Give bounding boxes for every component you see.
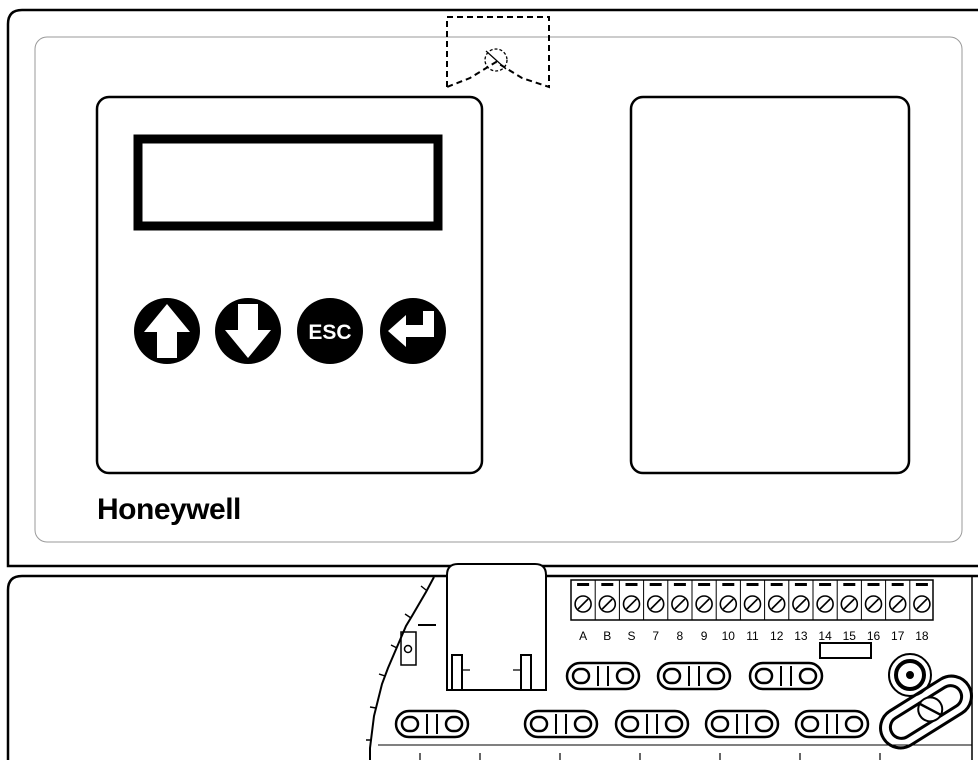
- down-button[interactable]: [215, 298, 281, 364]
- terminal-labels: A B S 7 8 9 10 11 12 13 14 15 16 17 18: [579, 629, 929, 643]
- terminal-screw-slot: [650, 598, 662, 610]
- circuit-board: [366, 576, 973, 760]
- esc-button-label: ESC: [308, 321, 351, 344]
- terminal-screw-slot: [843, 598, 855, 610]
- terminal-label: 7: [652, 629, 659, 643]
- terminal-screw-slot: [577, 598, 589, 610]
- terminal-clamp: [577, 583, 590, 586]
- cable-gland: [794, 709, 870, 739]
- mounting-clip-outline: [446, 16, 550, 89]
- terminal-clamp: [915, 583, 928, 586]
- terminal-clamp: [770, 583, 783, 586]
- terminal-label: 10: [722, 629, 736, 643]
- cable-gland: [656, 661, 732, 691]
- terminal-screw-slot: [746, 598, 759, 610]
- terminal-screw-slot: [771, 598, 783, 610]
- terminal-label: 8: [677, 629, 684, 643]
- arrow-down-icon: [225, 304, 271, 358]
- terminal-screw-slot: [916, 598, 928, 610]
- lower-housing: [6, 574, 978, 760]
- cable-gland: [565, 661, 641, 691]
- up-button[interactable]: [134, 298, 200, 364]
- terminal-screw-slot: [892, 598, 904, 610]
- terminal-screw-slot: [867, 598, 880, 610]
- terminal-clamp: [601, 583, 614, 586]
- terminal-block: [570, 579, 934, 621]
- terminal-clamp: [698, 583, 711, 586]
- terminal-label: 14: [818, 629, 832, 643]
- honeywell-logo: Honeywell: [97, 493, 241, 526]
- terminal-screw-slot: [698, 598, 710, 610]
- terminal-label: 13: [794, 629, 808, 643]
- esc-button[interactable]: ESC: [297, 298, 363, 364]
- terminal-clamp: [867, 583, 880, 586]
- terminal-screw-slot: [722, 598, 734, 610]
- terminal-label: 9: [701, 629, 708, 643]
- upper-housing: [6, 8, 978, 568]
- terminal-clamp: [673, 583, 686, 586]
- terminal-screw-slot: [674, 598, 686, 610]
- terminal-screw-slot: [795, 598, 807, 610]
- cable-gland: [394, 709, 470, 739]
- board-component: [400, 624, 436, 666]
- cable-gland: [748, 661, 824, 691]
- fuse: [819, 642, 872, 659]
- terminal-screw-slot: [601, 598, 613, 610]
- terminal-clamp: [819, 583, 832, 586]
- cable-gland: [614, 709, 690, 739]
- blank-panel: [629, 95, 911, 475]
- enter-button[interactable]: [380, 298, 446, 364]
- round-knob: [888, 653, 932, 697]
- terminal-clamp: [794, 583, 807, 586]
- terminal-label: 18: [915, 629, 929, 643]
- terminal-clamp: [625, 583, 638, 586]
- adjust-screw: [879, 674, 973, 750]
- terminal-label: 16: [867, 629, 881, 643]
- terminal-clamp: [649, 583, 662, 586]
- front-panel-inner-border: [34, 36, 963, 543]
- terminal-label: 17: [891, 629, 905, 643]
- terminal-label: S: [627, 629, 635, 643]
- terminal-clamp: [722, 583, 735, 586]
- cable-glands: [394, 661, 870, 739]
- terminal-screw-slot: [625, 598, 638, 610]
- enter-return-icon: [388, 311, 434, 347]
- terminal-clamp: [843, 583, 856, 586]
- terminal-label: 11: [746, 629, 759, 643]
- terminal-label: 15: [843, 629, 857, 643]
- terminal-clamp: [746, 583, 759, 586]
- terminal-screw-slot: [819, 598, 831, 610]
- screw-hole-diagonal: [485, 50, 507, 70]
- terminal-label: A: [579, 629, 587, 643]
- terminal-label: 12: [770, 629, 784, 643]
- connector-socket: [446, 563, 547, 691]
- lcd-display: [133, 134, 443, 231]
- cable-gland: [704, 709, 780, 739]
- arrow-up-icon: [144, 304, 190, 358]
- screw-hole-icon: [484, 48, 508, 72]
- cable-gland: [523, 709, 599, 739]
- keypad-panel: [95, 95, 484, 475]
- terminal-clamp: [891, 583, 904, 586]
- terminal-label: B: [603, 629, 611, 643]
